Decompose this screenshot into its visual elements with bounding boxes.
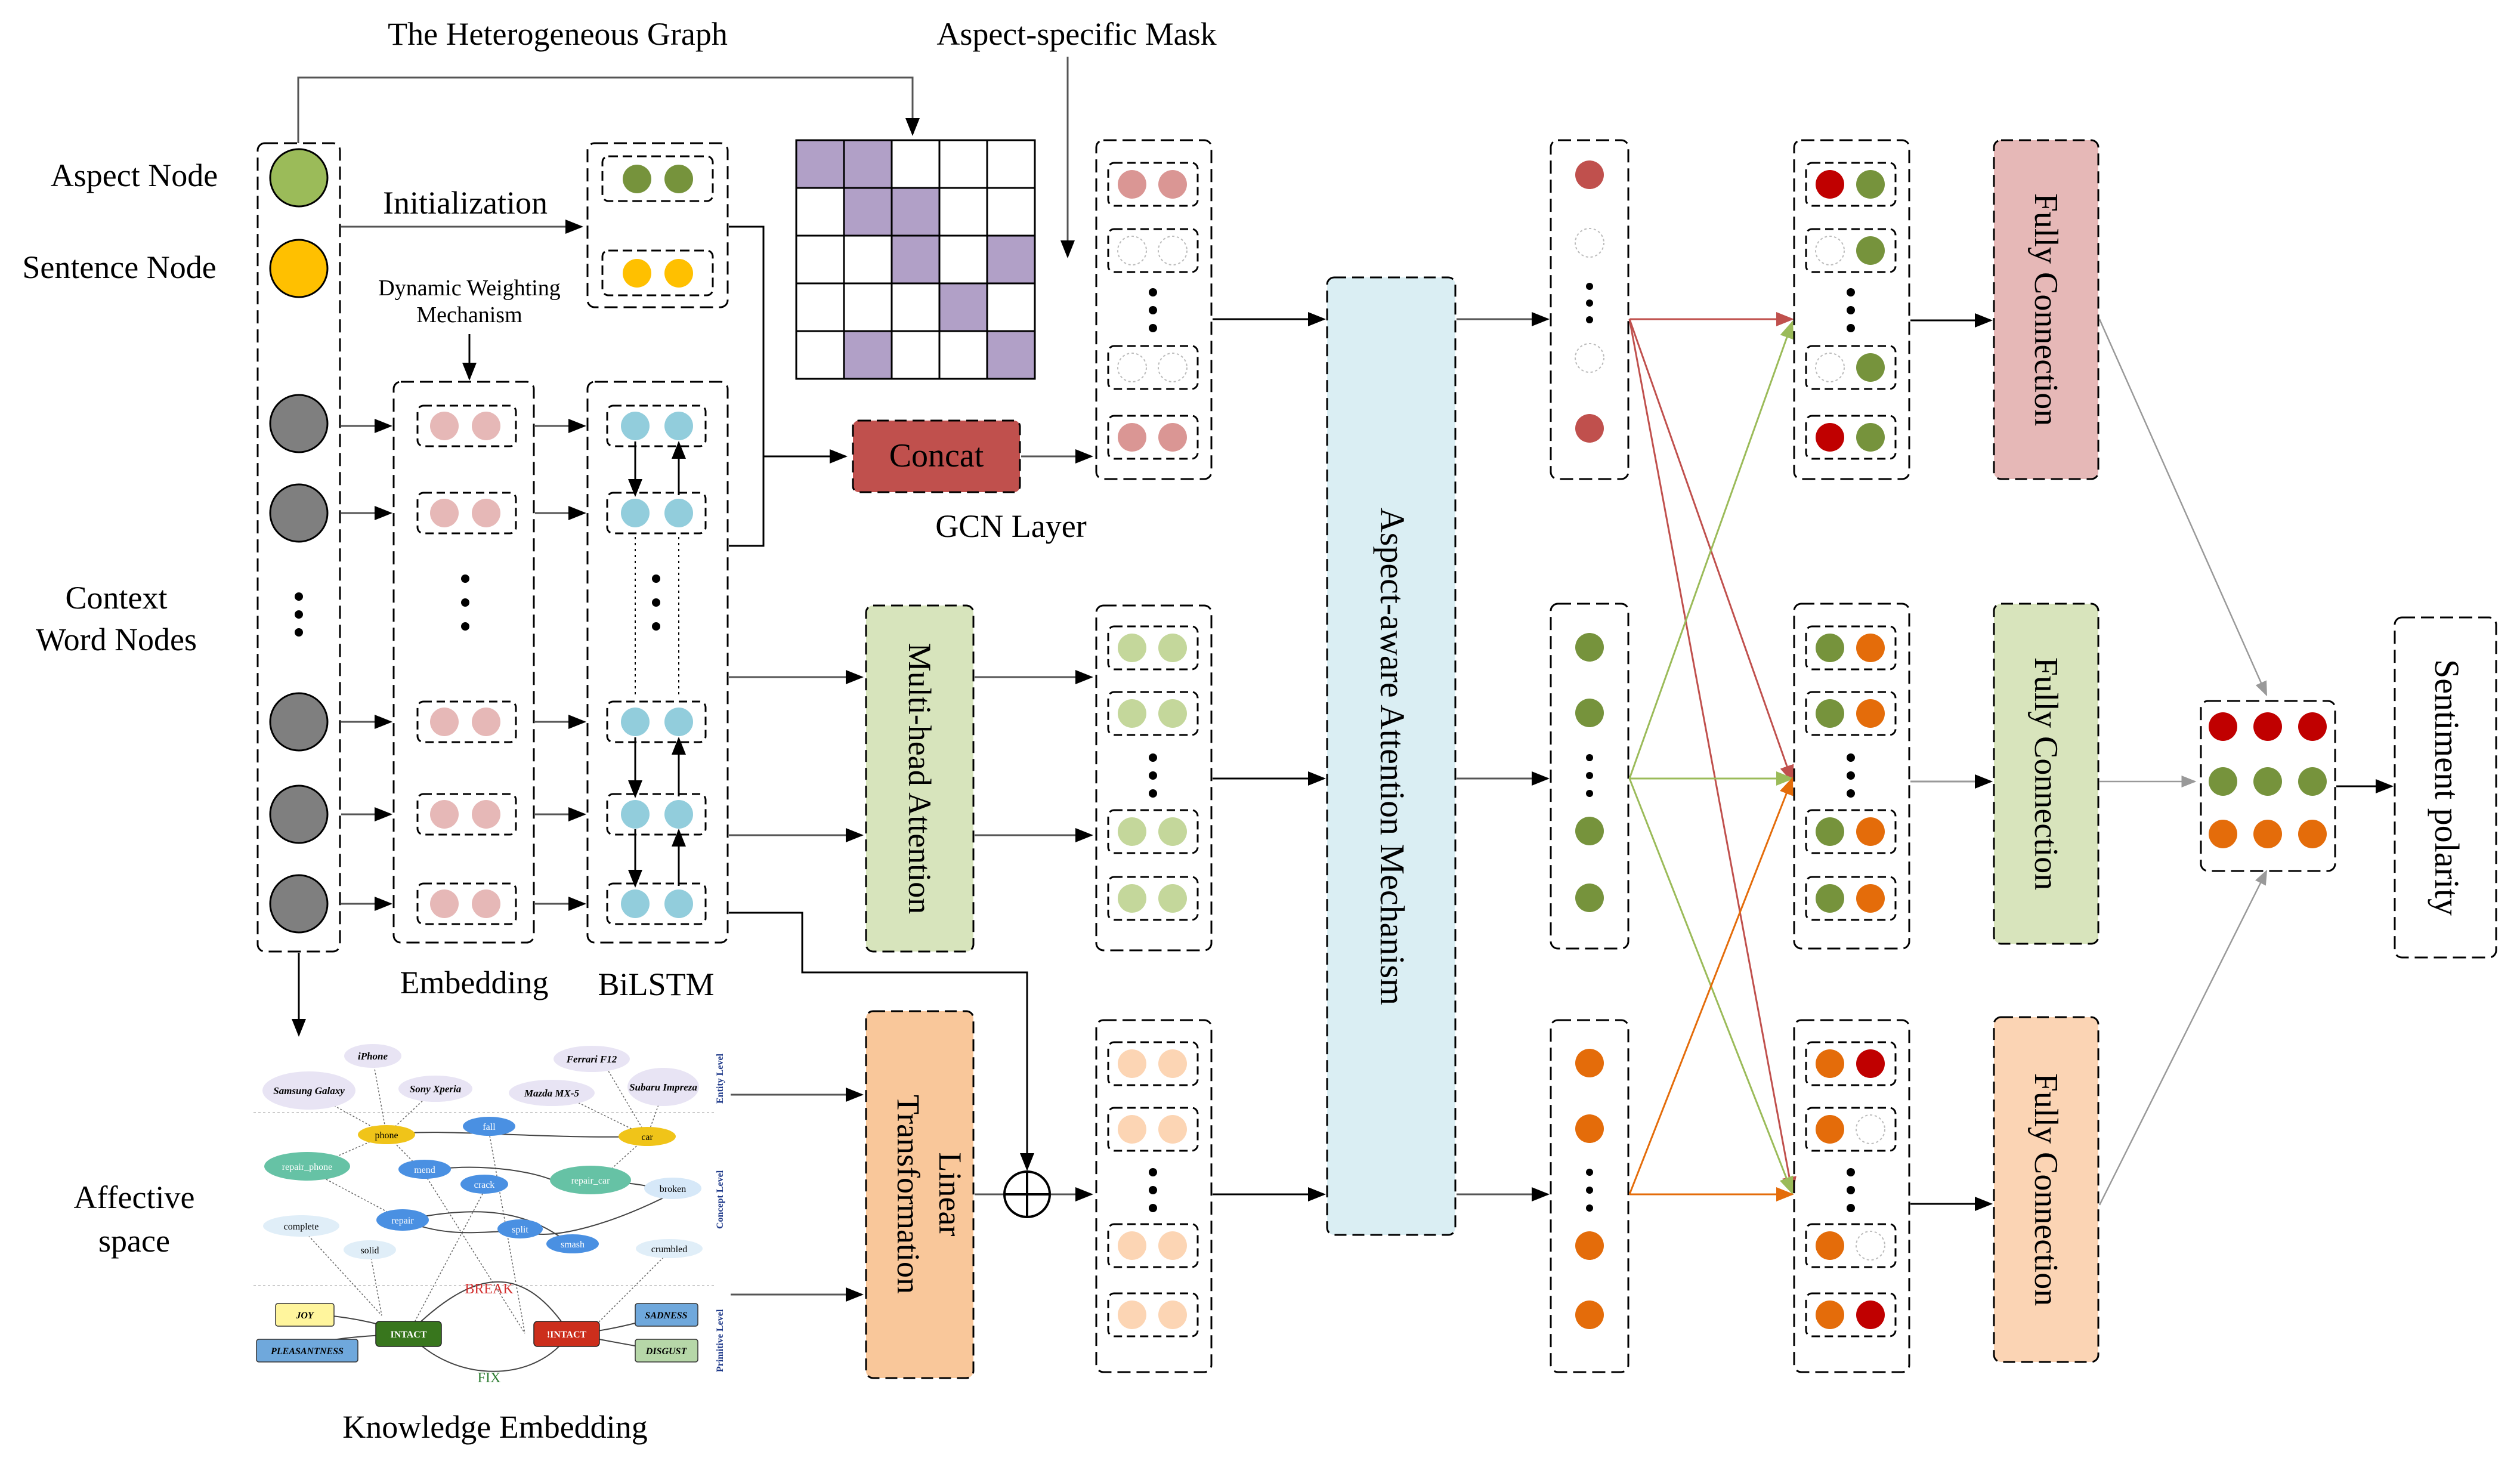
- primitive-node: DISGUST: [645, 1346, 688, 1357]
- graph-to-mask-connector: [297, 57, 1075, 258]
- sentence-node-label: Sentence Node: [22, 249, 216, 285]
- context-word-label-1: Context: [66, 580, 168, 616]
- embedding-column: [392, 381, 535, 944]
- context-node: [269, 394, 329, 453]
- aspect-mask-title: Aspect-specific Mask: [936, 16, 1216, 52]
- level-label: Entity Level: [715, 1053, 725, 1104]
- aspect-node-label: Aspect Node: [51, 157, 218, 193]
- heterogeneous-graph-column: [256, 142, 341, 953]
- entity-node: Sony Xperia: [410, 1083, 462, 1095]
- concept-node: split: [512, 1225, 528, 1235]
- linear-label-2: Transformation: [890, 1095, 926, 1294]
- attention-output-2: [1550, 603, 1630, 950]
- initialization-label: Initialization: [383, 185, 548, 221]
- concept-node: crumbled: [651, 1244, 687, 1255]
- fc3-label: Fully Connection: [2027, 1073, 2064, 1306]
- concept-node: broken: [660, 1184, 686, 1194]
- context-node: [269, 692, 329, 752]
- context-node: [269, 483, 329, 543]
- final-prediction-box: [2200, 700, 2336, 872]
- gcn-output-column: [1095, 139, 1213, 480]
- concept-node: repair_car: [571, 1176, 611, 1186]
- entity-node: Ferrari F12: [566, 1054, 617, 1065]
- concept-node: phone: [375, 1130, 398, 1141]
- context-node: [269, 874, 329, 934]
- fully-connection-1: Fully Connection: [1993, 139, 2100, 480]
- context-word-label-2: Word Nodes: [36, 622, 197, 657]
- concept-node: smash: [561, 1240, 585, 1250]
- primitive-node: JOY: [295, 1311, 314, 1321]
- multihead-label: Multi-head Attention: [902, 643, 938, 914]
- relation-label: BREAK: [465, 1281, 514, 1297]
- concat-block: Concat: [852, 419, 1021, 493]
- fc1-label: Fully Connection: [2027, 193, 2064, 426]
- multihead-attention-block: Multi-head Attention: [865, 604, 975, 953]
- embedding-label: Embedding: [400, 965, 549, 1000]
- affective-space-label-1: Affective: [74, 1179, 195, 1215]
- aspect-aware-attention-block: Aspect-aware Attention Mechanism: [1326, 276, 1457, 1236]
- sentiment-label: Sentiment polarity: [2428, 659, 2466, 916]
- primitive-node: PLEASANTNESS: [270, 1346, 344, 1357]
- concept-node: fall: [483, 1122, 496, 1132]
- fully-connection-2: Fully Connection: [1993, 603, 2100, 945]
- aspect-node: [269, 148, 329, 208]
- gcn-layer-label: GCN Layer: [935, 508, 1086, 544]
- concat-output-1: [1793, 139, 1910, 480]
- bilstm-column: [586, 381, 729, 944]
- entity-node: Samsung Galaxy: [273, 1085, 345, 1096]
- primitive-node: INTACT: [390, 1330, 426, 1340]
- aspect-mask-grid: [795, 139, 1036, 380]
- level-label: Concept Level: [715, 1170, 725, 1229]
- concept-node: crack: [474, 1180, 495, 1190]
- linear-transformation-block: Linear Transformation: [865, 1010, 975, 1379]
- knowledge-embedding-label: Knowledge Embedding: [342, 1409, 647, 1445]
- attention-output-1: [1550, 139, 1630, 480]
- add-operator-icon: [1003, 1170, 1051, 1218]
- concat-output-3: [1793, 1019, 1910, 1373]
- affective-space-label-2: space: [98, 1223, 170, 1259]
- mha-output-column: [1095, 604, 1213, 952]
- concept-node: mend: [414, 1165, 435, 1175]
- heterogeneous-graph-title: The Heterogeneous Graph: [388, 16, 728, 52]
- entity-node: Subaru Impreza: [629, 1082, 697, 1093]
- knowledge-graph: Entity Level Concept Level Primitive Lev…: [253, 1038, 731, 1386]
- concat-label: Concat: [889, 437, 984, 474]
- primitive-node: SADNESS: [645, 1311, 687, 1321]
- fully-connection-3: Fully Connection: [1993, 1016, 2100, 1363]
- dwm-label-2: Mechanism: [416, 302, 522, 328]
- concat-output-2: [1793, 603, 1910, 950]
- concept-node: car: [641, 1132, 653, 1142]
- concept-node: complete: [284, 1222, 319, 1232]
- level-label: Primitive Level: [715, 1309, 725, 1372]
- concept-node: solid: [360, 1246, 379, 1256]
- attention-output-3: [1550, 1019, 1630, 1373]
- bilstm-label: BiLSTM: [598, 966, 714, 1002]
- sentiment-polarity-box: Sentiment polarity: [2394, 616, 2497, 959]
- linear-label-1: Linear: [932, 1153, 968, 1237]
- entity-node: Mazda MX-5: [524, 1088, 580, 1099]
- concept-node: repair_phone: [282, 1162, 332, 1172]
- relation-label: FIX: [478, 1370, 501, 1386]
- fc2-label: Fully Connection: [2027, 657, 2064, 890]
- sentence-node: [269, 239, 329, 298]
- aspect-aware-label: Aspect-aware Attention Mechanism: [1373, 508, 1412, 1005]
- entity-node: iPhone: [358, 1051, 388, 1062]
- linear-output-column: [1095, 1019, 1213, 1373]
- dwm-label-1: Dynamic Weighting: [378, 276, 560, 301]
- primitive-node: !INTACT: [547, 1330, 587, 1340]
- context-node: [269, 784, 329, 844]
- concept-node: repair: [391, 1216, 414, 1226]
- initialization-box: [586, 142, 729, 308]
